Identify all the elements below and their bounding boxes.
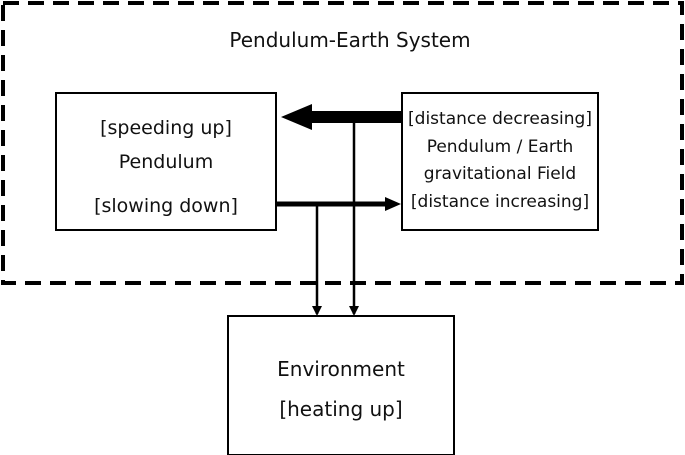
environment-box	[227, 315, 455, 455]
field-line-4: [distance increasing]	[410, 192, 590, 212]
pendulum-name: Pendulum	[118, 151, 214, 173]
system-boundary	[1, 1, 684, 285]
field-box	[401, 92, 599, 231]
field-line-2: Pendulum / Earth	[426, 137, 574, 157]
field-line-3: gravitational Field	[423, 164, 577, 184]
pendulum-bottom-label: [slowing down]	[94, 195, 238, 217]
field-line-1: [distance decreasing]	[408, 109, 592, 129]
system-title: Pendulum-Earth System	[229, 28, 471, 52]
thick-arrow-field-to-pendulum	[281, 104, 402, 130]
environment-name: Environment	[277, 357, 405, 381]
pendulum-top-label: [speeding up]	[100, 117, 232, 139]
arrow-pendulum-to-field-head	[385, 197, 401, 211]
environment-state: [heating up]	[279, 397, 403, 421]
pendulum-box	[55, 92, 277, 231]
